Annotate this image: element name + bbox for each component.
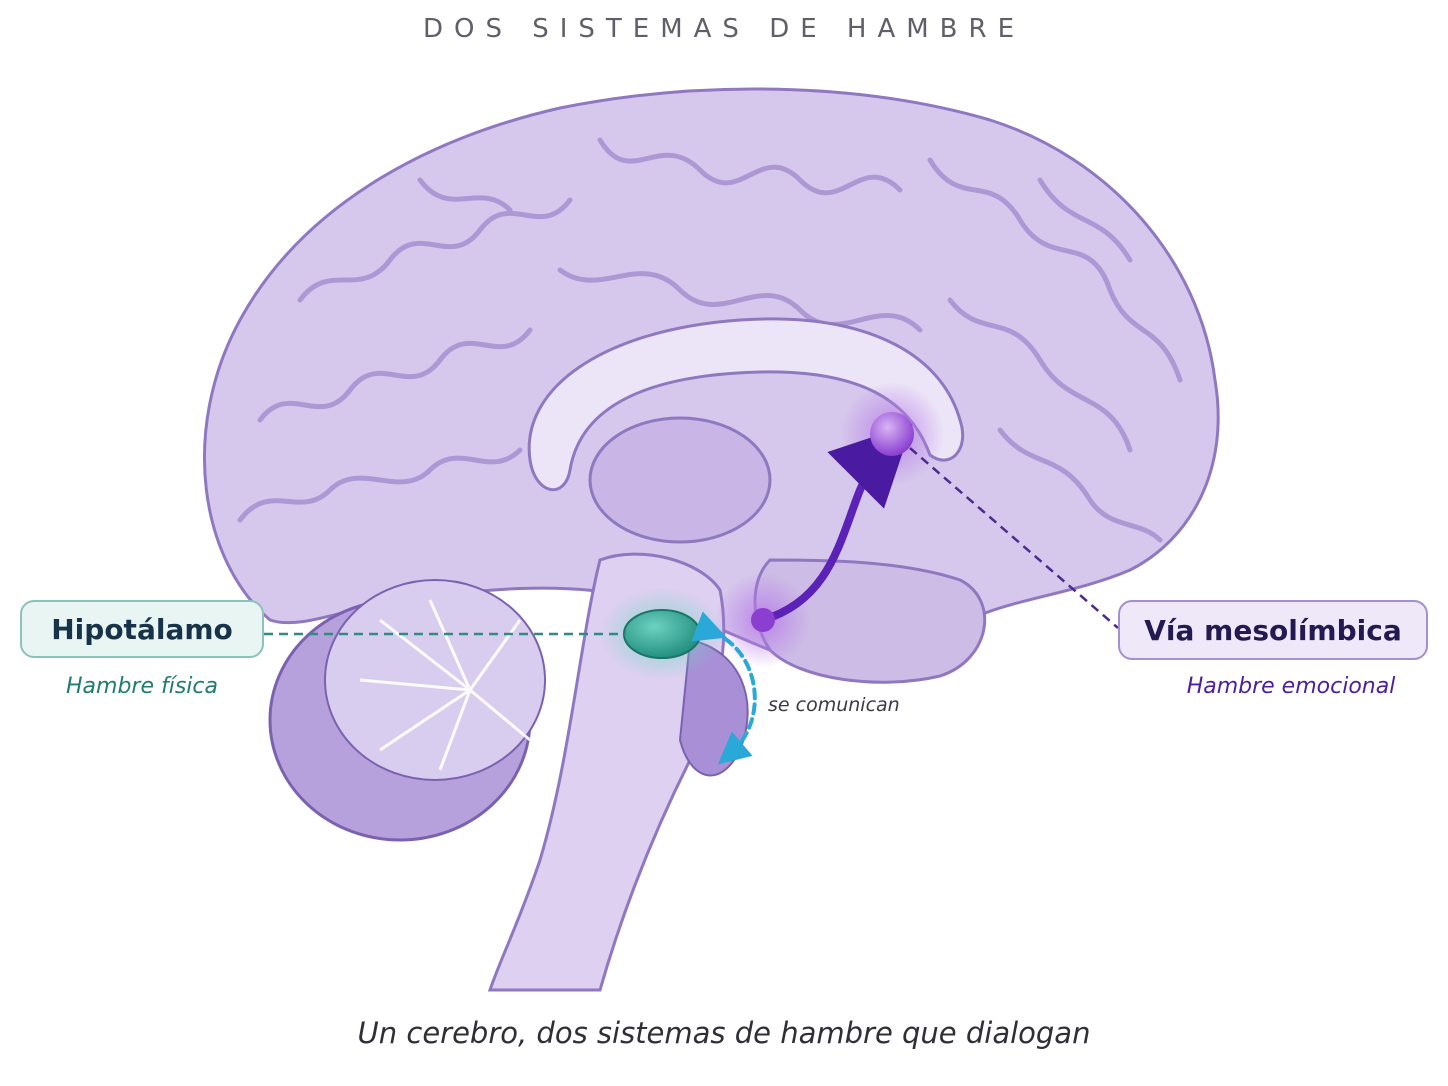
vta-node: [751, 608, 775, 632]
communication-label: se comunican: [768, 694, 900, 716]
mesolimbic-subtitle: Hambre emocional: [1186, 674, 1396, 699]
diagram-title: DOS SISTEMAS DE HAMBRE: [422, 14, 1026, 44]
hypothalamus-label: Hipotálamo: [20, 600, 264, 658]
communication-arrow: [691, 611, 757, 765]
mesolimbic-leader-line: [909, 447, 1119, 629]
mesolimbic-label: Vía mesolímbica: [1118, 600, 1428, 660]
cerebellum: [268, 579, 546, 842]
nucleus-accumbens-node: [870, 412, 914, 456]
thalamus: [588, 416, 772, 544]
hypothalamus-node: [623, 609, 701, 659]
mesolimbic-pathway-arrow: [759, 423, 913, 624]
diagram-caption: Un cerebro, dos sistemas de hambre que d…: [357, 1016, 1091, 1050]
hypothalamus-subtitle: Hambre física: [65, 674, 218, 699]
gyri-folds: [237, 137, 1183, 543]
